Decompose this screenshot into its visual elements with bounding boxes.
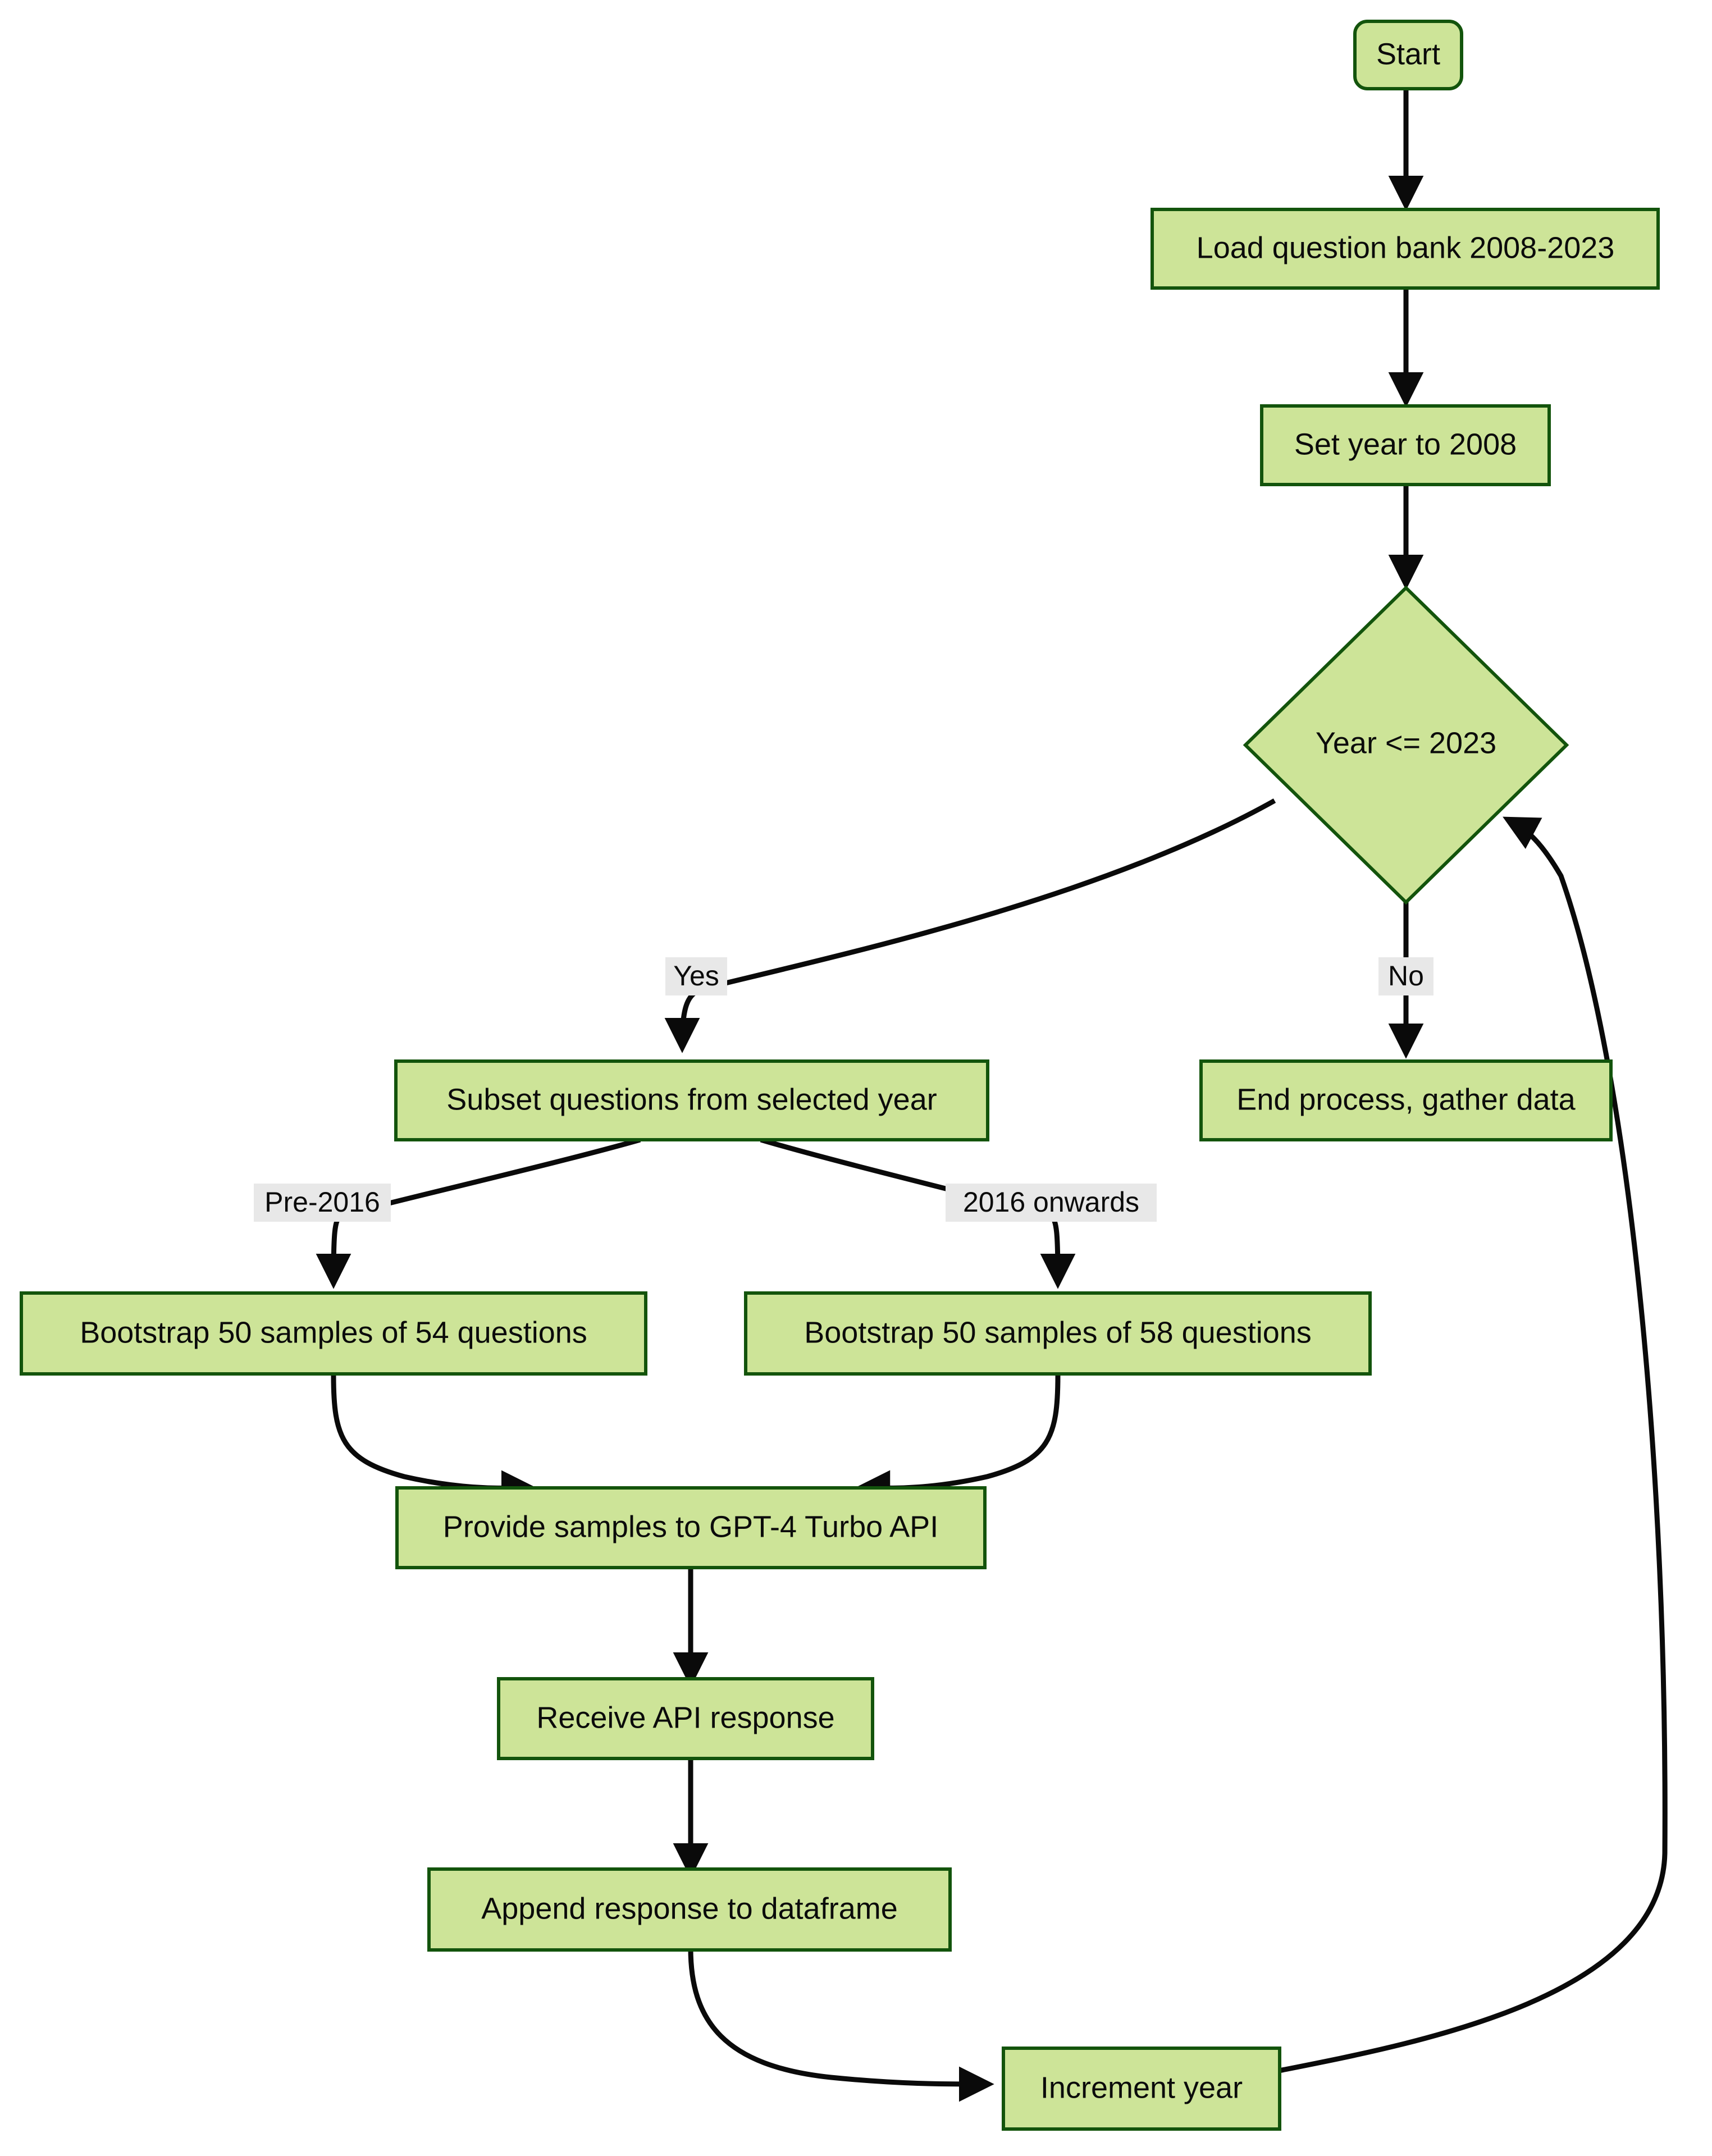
node-subset-questions-label: Subset questions from selected year — [446, 1082, 937, 1116]
node-append-response[interactable]: Append response to dataframe — [427, 1867, 952, 1952]
node-start-label: Start — [1376, 37, 1440, 71]
node-increment-year[interactable]: Increment year — [1002, 2047, 1281, 2131]
edge-label-yes-text: Yes — [673, 960, 719, 992]
node-set-year[interactable]: Set year to 2008 — [1260, 404, 1551, 486]
node-start[interactable]: Start — [1353, 20, 1463, 90]
edge-label-2016-onwards-text: 2016 onwards — [963, 1186, 1139, 1218]
edge-label-2016-onwards: 2016 onwards — [946, 1184, 1157, 1222]
node-load-question-bank[interactable]: Load question bank 2008-2023 — [1151, 208, 1660, 290]
node-bootstrap-58[interactable]: Bootstrap 50 samples of 58 questions — [744, 1291, 1372, 1376]
edge-label-no-text: No — [1388, 960, 1424, 992]
edge-label-layer: Yes No Pre-2016 2016 onwards — [254, 957, 1433, 1222]
node-set-year-label: Set year to 2008 — [1294, 427, 1517, 461]
edge-label-pre-2016: Pre-2016 — [254, 1184, 391, 1222]
edge-boot58-to-provide — [855, 1375, 1061, 1506]
node-subset-questions[interactable]: Subset questions from selected year — [394, 1059, 989, 1141]
node-end-process-label: End process, gather data — [1236, 1082, 1576, 1116]
node-year-decision-label: Year <= 2023 — [1316, 726, 1496, 760]
edge-label-pre-2016-text: Pre-2016 — [264, 1186, 380, 1218]
node-load-question-bank-label: Load question bank 2008-2023 — [1197, 231, 1615, 264]
edge-subset-to-boot54 — [316, 1137, 641, 1289]
node-end-process[interactable]: End process, gather data — [1199, 1059, 1613, 1141]
node-year-decision[interactable]: Year <= 2023 — [1243, 585, 1569, 905]
node-increment-year-label: Increment year — [1040, 2071, 1243, 2104]
edge-label-yes: Yes — [665, 957, 727, 995]
node-bootstrap-54[interactable]: Bootstrap 50 samples of 54 questions — [20, 1291, 647, 1376]
node-provide-samples[interactable]: Provide samples to GPT-4 Turbo API — [395, 1486, 987, 1569]
edge-layer — [316, 90, 1668, 2102]
node-append-response-label: Append response to dataframe — [481, 1892, 898, 1925]
node-provide-samples-label: Provide samples to GPT-4 Turbo API — [443, 1510, 938, 1543]
node-receive-response[interactable]: Receive API response — [497, 1677, 874, 1760]
node-layer: Start Load question bank 2008-2023 Set y… — [20, 20, 1660, 2131]
edge-boot54-to-provide — [331, 1375, 537, 1506]
node-bootstrap-58-label: Bootstrap 50 samples of 58 questions — [804, 1315, 1312, 1349]
edge-increment-to-decision — [1273, 816, 1668, 2075]
edge-decision-to-subset — [664, 798, 1276, 1053]
edge-append-to-increment — [688, 1948, 994, 2102]
edge-label-no: No — [1378, 957, 1433, 995]
node-bootstrap-54-label: Bootstrap 50 samples of 54 questions — [80, 1315, 587, 1349]
node-receive-response-label: Receive API response — [536, 1701, 834, 1734]
